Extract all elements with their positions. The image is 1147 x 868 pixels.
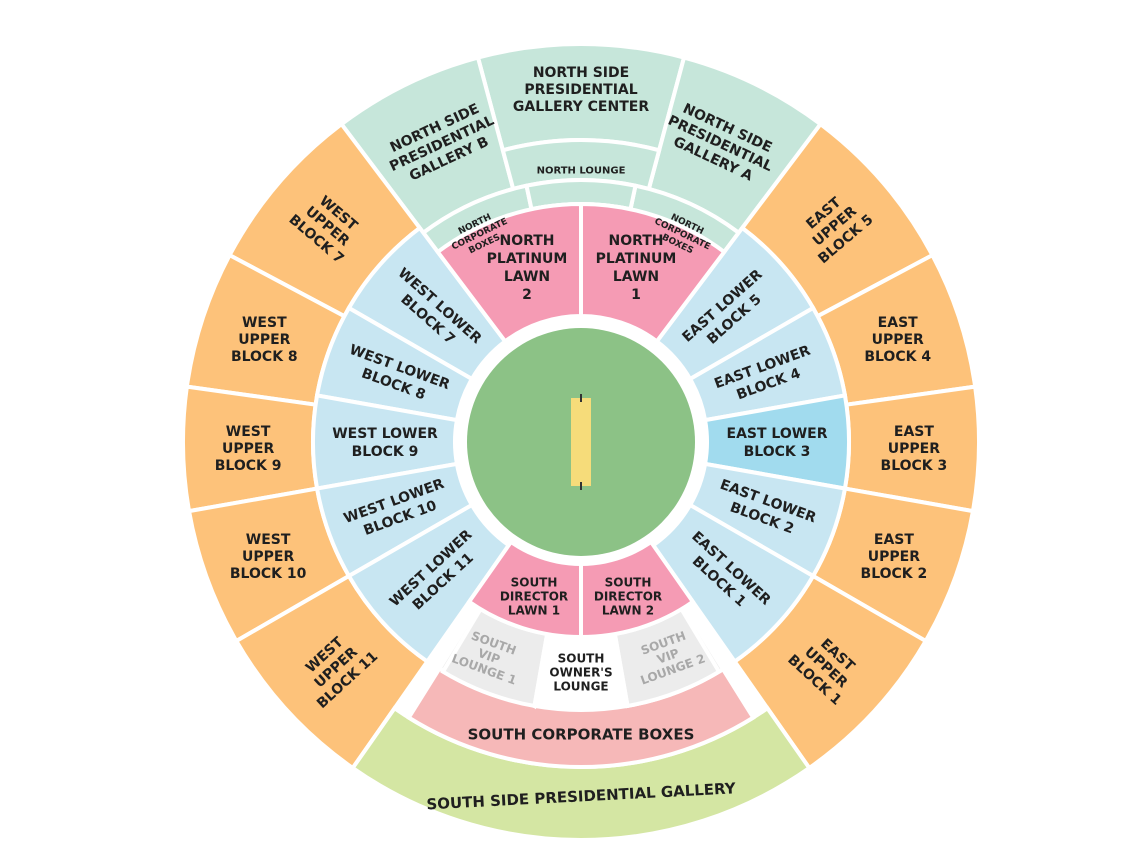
north-platinum-1-section[interactable] <box>579 201 728 345</box>
north-gallery-center-section[interactable] <box>475 42 687 153</box>
west-lower-8-section[interactable] <box>314 305 475 423</box>
east-lower-1-section[interactable] <box>650 502 816 665</box>
west-lower-11-section[interactable] <box>346 502 512 665</box>
cricket-pitch <box>571 398 591 486</box>
west-lower-10-section[interactable] <box>314 461 475 579</box>
west-lower-7-section[interactable] <box>346 225 508 382</box>
west-lower-9-section[interactable] <box>311 393 460 491</box>
south-owners-section[interactable] <box>532 631 630 712</box>
